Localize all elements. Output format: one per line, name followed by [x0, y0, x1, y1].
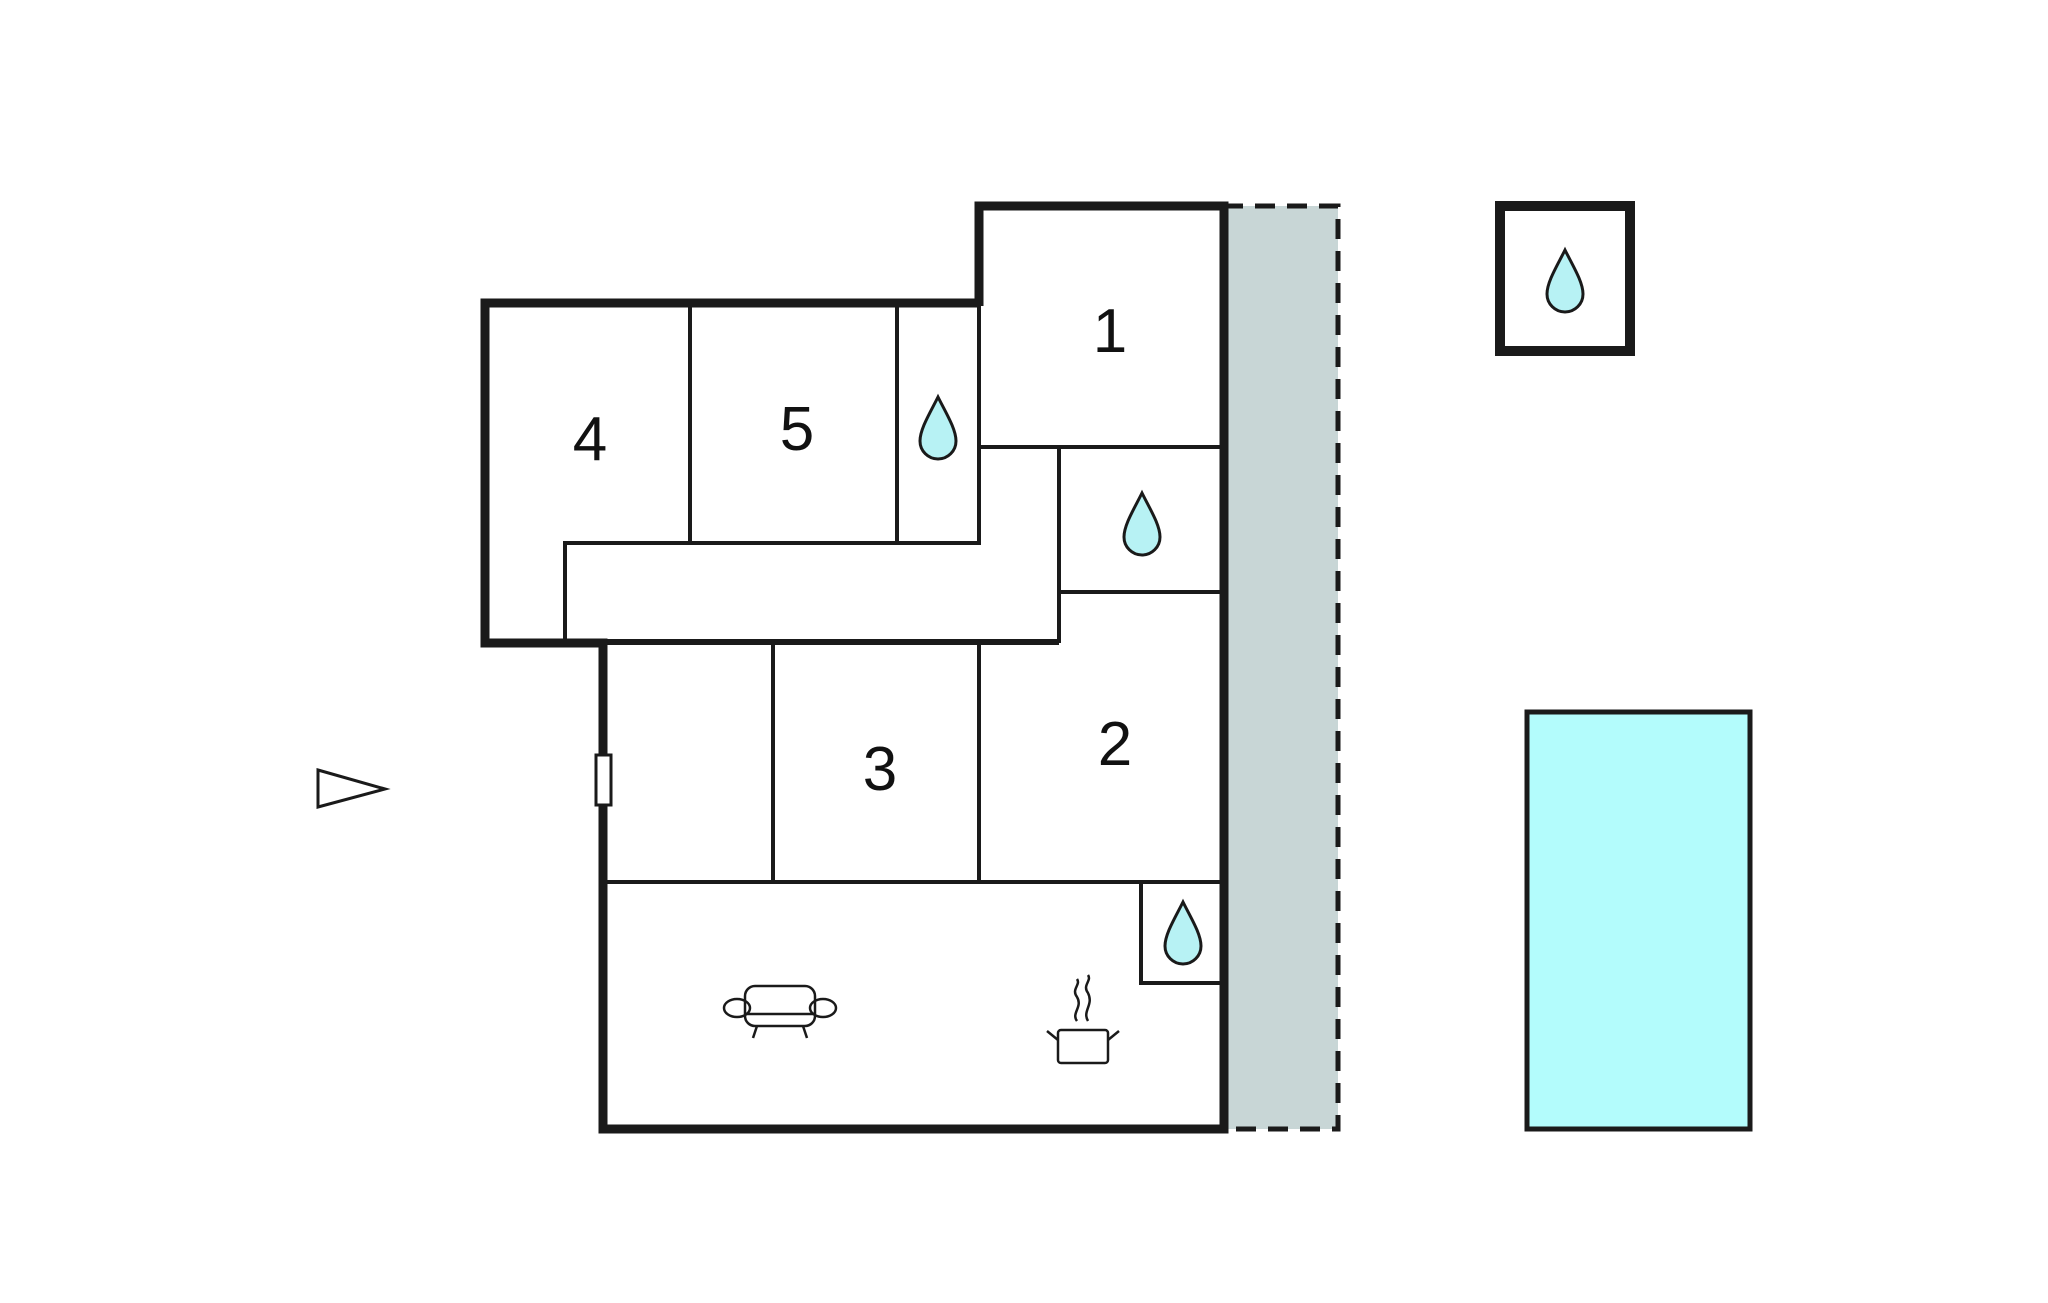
water-drop-icon [1122, 491, 1162, 557]
terrace-dashed-border [1223, 203, 1341, 1132]
water-drop-icon [918, 395, 958, 461]
exterior-walls [480, 201, 1229, 1134]
terrace [1223, 206, 1338, 1129]
interior-walls [563, 303, 1224, 985]
pool [1524, 709, 1753, 1132]
outdoor-shower [1495, 201, 1635, 356]
cooking-pot-icon [1046, 974, 1120, 1065]
room-label-3: 3 [863, 735, 897, 804]
room-label-1: 1 [1093, 297, 1127, 366]
water-drop-icon [1163, 900, 1203, 966]
door-icon [594, 753, 613, 807]
water-drop-icon [1545, 248, 1585, 314]
entrance-arrow-icon [316, 768, 391, 809]
sofa-icon [722, 984, 838, 1039]
room-label-4: 4 [573, 405, 607, 474]
room-label-2: 2 [1098, 710, 1132, 779]
room-label-5: 5 [780, 395, 814, 464]
